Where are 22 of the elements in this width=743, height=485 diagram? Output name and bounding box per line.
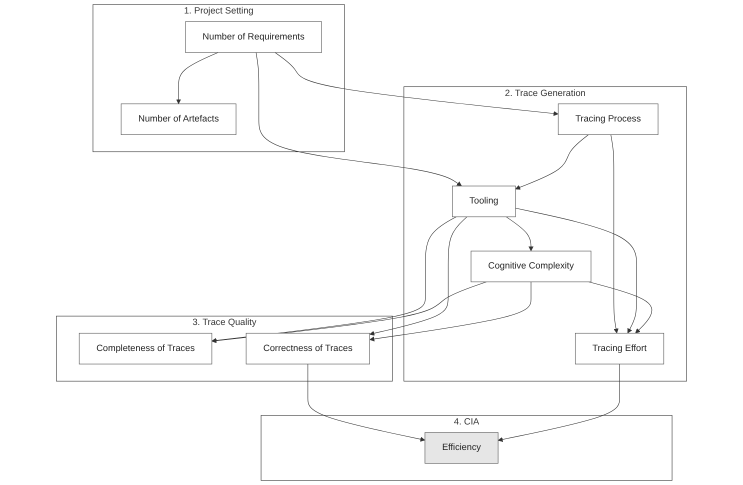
arrow [498,364,620,442]
node-box: Efficiency [424,432,498,464]
arrow [515,134,589,190]
arrow [212,282,487,344]
node-box: Number of Requirements [185,21,322,53]
node-box: Tooling [452,186,516,218]
arrow [369,216,468,336]
node-box: Cognitive Complexity [470,250,592,282]
arrow [515,208,637,334]
node-box: Completeness of Traces [78,332,212,364]
node-box: Number of Artefacts [120,104,236,135]
arrow [256,52,462,186]
arrow [274,52,558,116]
node-box: Tracing Process [558,104,658,135]
arrow [610,134,619,334]
arrow [506,216,534,252]
node-box: Correctness of Traces [246,332,370,364]
arrow [308,364,426,442]
arrow [176,52,218,104]
arrow [588,282,652,334]
node-box: Tracing Effort [574,332,664,364]
arrow [369,282,532,342]
